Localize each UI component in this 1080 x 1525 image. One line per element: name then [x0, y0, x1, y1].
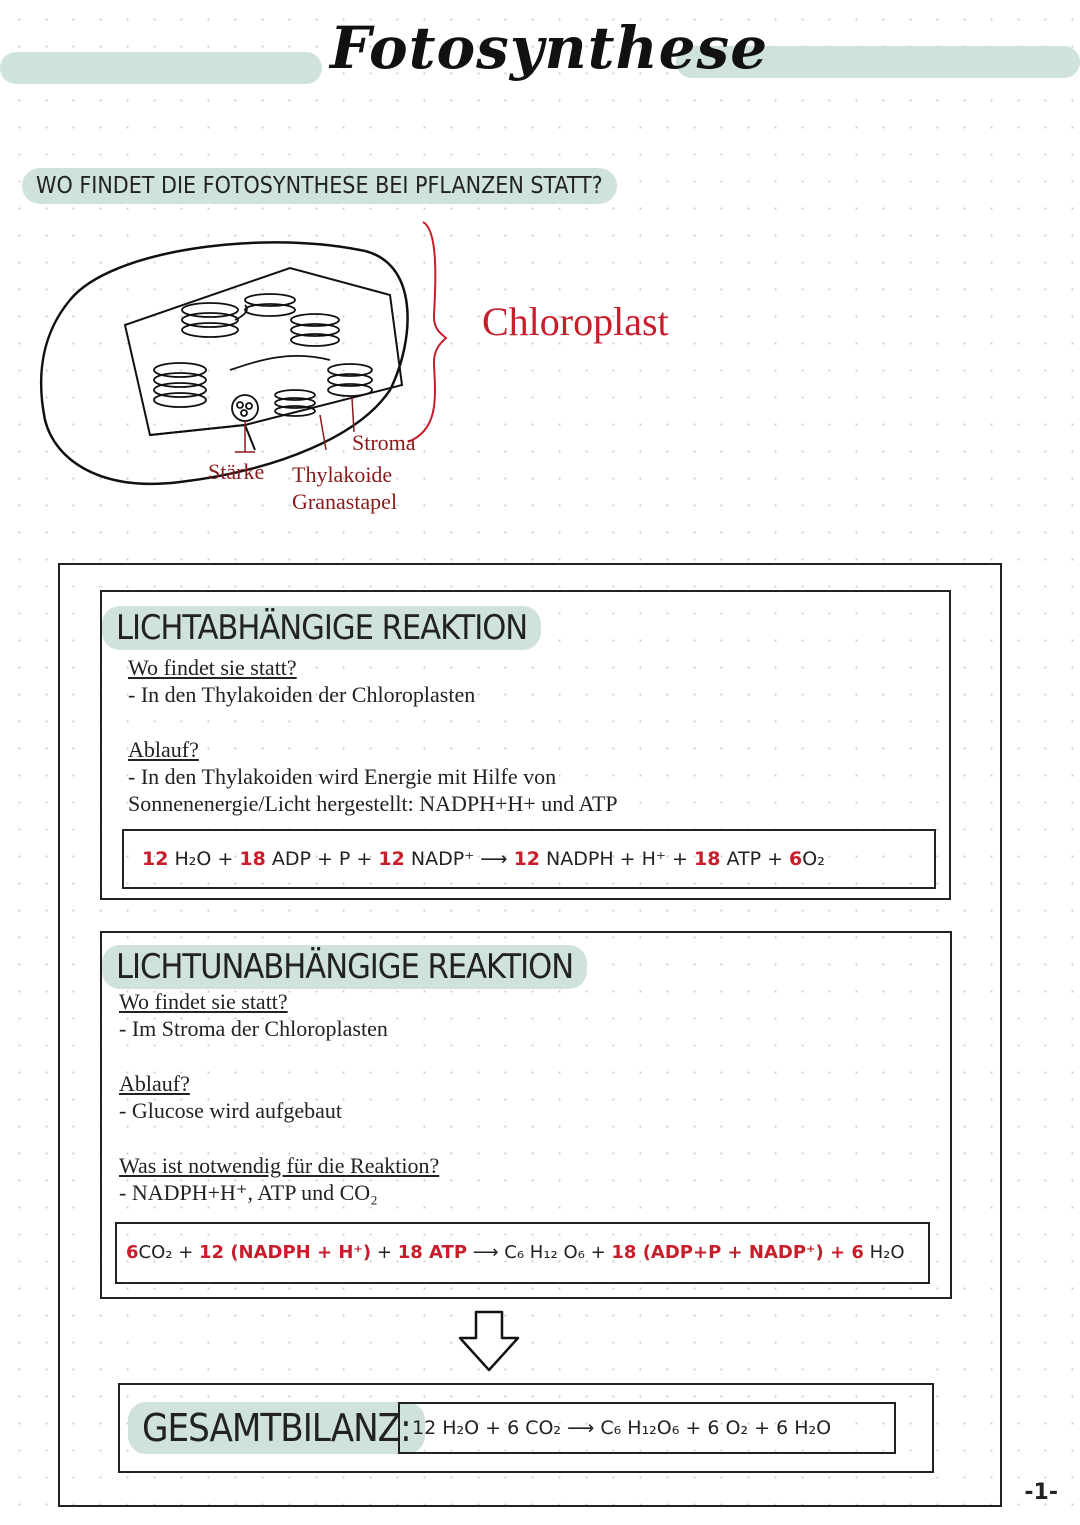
question-heading: WO FINDET DIE FOTOSYNTHESE BEI PFLANZEN …	[22, 168, 617, 204]
page-title: Fotosynthese	[330, 14, 769, 82]
li-equation: 6CO₂ + 12 (NADPH + H⁺) + 18 ATP ⟶ C₆ H₁₂…	[126, 1242, 905, 1263]
li-equation-box	[115, 1222, 930, 1284]
chloroplast-diagram	[39, 221, 448, 486]
ld-process-answer-2: Sonnenenergie/Licht hergestellt: NADPH+H…	[128, 791, 618, 816]
chloroplast-label: Chloroplast	[482, 299, 669, 344]
li-where-question: Wo findet sie statt?	[119, 989, 288, 1014]
down-arrow-icon	[458, 1310, 520, 1372]
li-need-answer: - NADPH+H⁺, ATP und CO₂	[119, 1180, 378, 1205]
page-number: -1-	[1024, 1480, 1058, 1505]
total-balance-box	[118, 1383, 934, 1473]
li-arrow: ⟶	[467, 1242, 505, 1263]
header-band-right	[676, 46, 1080, 78]
ld-equation: 12 H₂O + 18 ADP + P + 12 NADP⁺ ⟶ 12 NADP…	[142, 848, 825, 870]
li-need-question: Was ist notwendig für die Reaktion?	[119, 1153, 440, 1178]
ld-process-question: Ablauf?	[128, 737, 199, 762]
granastapel-label: Granastapel	[292, 489, 398, 514]
ld-where-answer: - In den Thylakoiden der Chloroplasten	[128, 682, 476, 707]
light-dependent-heading: LICHTABHÄNGIGE REAKTION	[102, 606, 542, 650]
ld-equation-box	[122, 829, 936, 889]
li-process-answer: - Glucose wird aufgebaut	[119, 1098, 342, 1123]
total-equation: 12 H₂O + 6 CO₂ ⟶ C₆ H₁₂O₆ + 6 O₂ + 6 H₂O	[412, 1417, 832, 1439]
li-process-question: Ablauf?	[119, 1071, 190, 1096]
light-independent-box	[100, 931, 952, 1299]
light-independent-heading: LICHTUNABHÄNGIGE REAKTION	[102, 945, 588, 989]
li-where-answer: - Im Stroma der Chloroplasten	[119, 1016, 388, 1041]
thylakoide-label: Thylakoide	[292, 462, 393, 487]
stroma-label: Stroma	[352, 430, 416, 455]
ld-arrow: ⟶	[474, 848, 514, 870]
staerke-label: Stärke	[208, 459, 265, 484]
total-balance-label: GESAMTBILANZ:	[128, 1402, 425, 1454]
light-dependent-box	[100, 590, 951, 900]
ld-process-answer-1: - In den Thylakoiden wird Energie mit Hi…	[128, 764, 557, 789]
reactions-frame	[58, 563, 1002, 1507]
header-band-left	[0, 52, 322, 84]
total-equation-box	[398, 1402, 896, 1454]
ld-where-question: Wo findet sie statt?	[128, 655, 297, 680]
